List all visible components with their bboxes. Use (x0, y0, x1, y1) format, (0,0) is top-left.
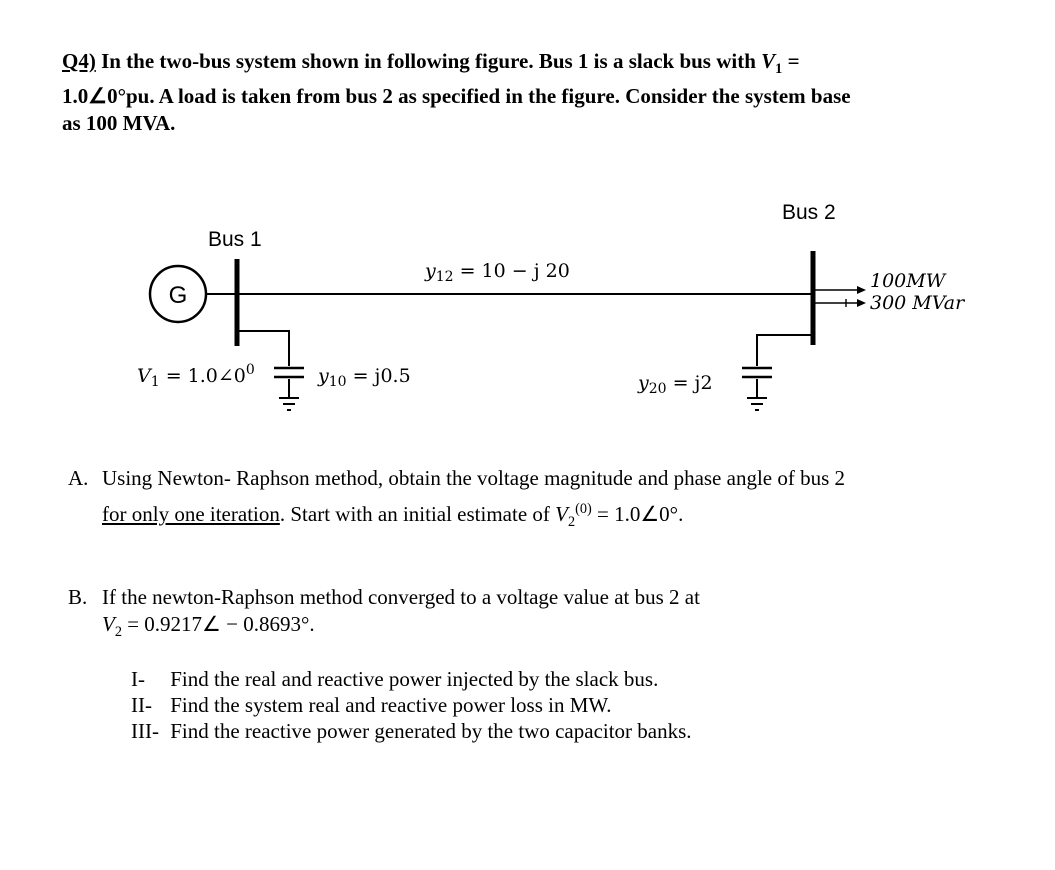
part-b-v2-value: = 0.9217∠ − 0.8693°. (121, 612, 315, 636)
list-item: III- Find the reactive power generated b… (131, 718, 931, 744)
y10-label: y10 = j0.5 (317, 365, 411, 390)
part-a-underlined: for only one iteration (102, 502, 280, 526)
question-line-1: Q4) In the two-bus system shown in follo… (62, 48, 962, 83)
part-a-v2-symbol: V (555, 502, 568, 526)
part-b-sub-questions: I- Find the real and reactive power inje… (131, 666, 931, 744)
load-reactive-power: 300 MVar (870, 292, 966, 314)
part-b: B. If the newton-Raphson method converged… (68, 584, 948, 646)
part-a-v2-value: = 1.0∠0°. (591, 502, 684, 526)
generator-icon: G (148, 264, 208, 324)
part-b-line-2: V2 = 0.9217∠ − 0.8693°. (68, 611, 948, 646)
part-b-v2-sub: 2 (114, 624, 122, 641)
question-number: Q4) (62, 49, 96, 73)
sub-question-numeral: III- (131, 719, 159, 743)
question-line-3: as 100 MVA. (62, 111, 176, 136)
y12-label: y12 = 10 − j 20 (424, 260, 570, 285)
part-b-v2-symbol: V (102, 612, 115, 636)
part-a-text-1: Using Newton- Raphson method, obtain the… (102, 466, 846, 490)
question-v1-equals: = (782, 49, 800, 73)
bus1-label: Bus 1 (208, 228, 262, 251)
question-v1-value: 1.0∠0° (62, 84, 126, 109)
generator-label: G (169, 282, 188, 309)
question-intro-text: In the two-bus system shown in following… (95, 49, 762, 73)
question-load-text: pu. A load is taken from bus 2 as specif… (125, 84, 851, 109)
question-v1-subscript: 1 (775, 61, 783, 78)
v1-label: V1 = 1.0∠00 (137, 362, 255, 390)
part-a-line-1: A. Using Newton- Raphson method, obtain t… (68, 463, 948, 494)
sub-question-numeral: II- (131, 693, 152, 717)
part-a-v2-sub: 2 (567, 514, 576, 531)
load-real-power: 100MW (870, 270, 947, 292)
two-bus-diagram: Bus 1 Bus 2 G y12 = 10 − j 20 V1 = 1.0∠0… (137, 201, 966, 411)
part-b-text-1: If the newton-Raphson method converged t… (102, 585, 700, 609)
bus2-label: Bus 2 (782, 201, 836, 224)
question-line-2: 1.0∠0°pu. A load is taken from bus 2 as … (62, 83, 962, 110)
part-a-v2-sup: (0) (575, 501, 592, 517)
part-b-line-1: B. If the newton-Raphson method converged… (68, 584, 948, 611)
part-b-letter: B. (68, 585, 88, 609)
sub-question-text: Find the system real and reactive power … (170, 693, 612, 717)
sub-question-numeral: I- (131, 667, 145, 691)
capacitor-bus2-icon (742, 334, 813, 411)
capacitor-bus1-icon (237, 330, 304, 411)
question-header: Q4) In the two-bus system shown in follo… (62, 48, 962, 137)
y20-label: y20 = j2 (637, 372, 713, 397)
load-arrows-icon (813, 286, 866, 307)
sub-question-text: Find the reactive power generated by the… (170, 719, 692, 743)
part-a: A. Using Newton- Raphson method, obtain t… (68, 463, 948, 538)
list-item: I- Find the real and reactive power inje… (131, 666, 931, 692)
part-a-letter: A. (68, 466, 89, 490)
sub-question-text: Find the real and reactive power injecte… (170, 667, 659, 691)
part-a-text-2: . Start with an initial estimate of (279, 502, 556, 526)
question-v1-symbol: V (761, 49, 776, 73)
part-a-line-2: for only one iteration. Start with an in… (68, 494, 948, 538)
list-item: II- Find the system real and reactive po… (131, 692, 931, 718)
